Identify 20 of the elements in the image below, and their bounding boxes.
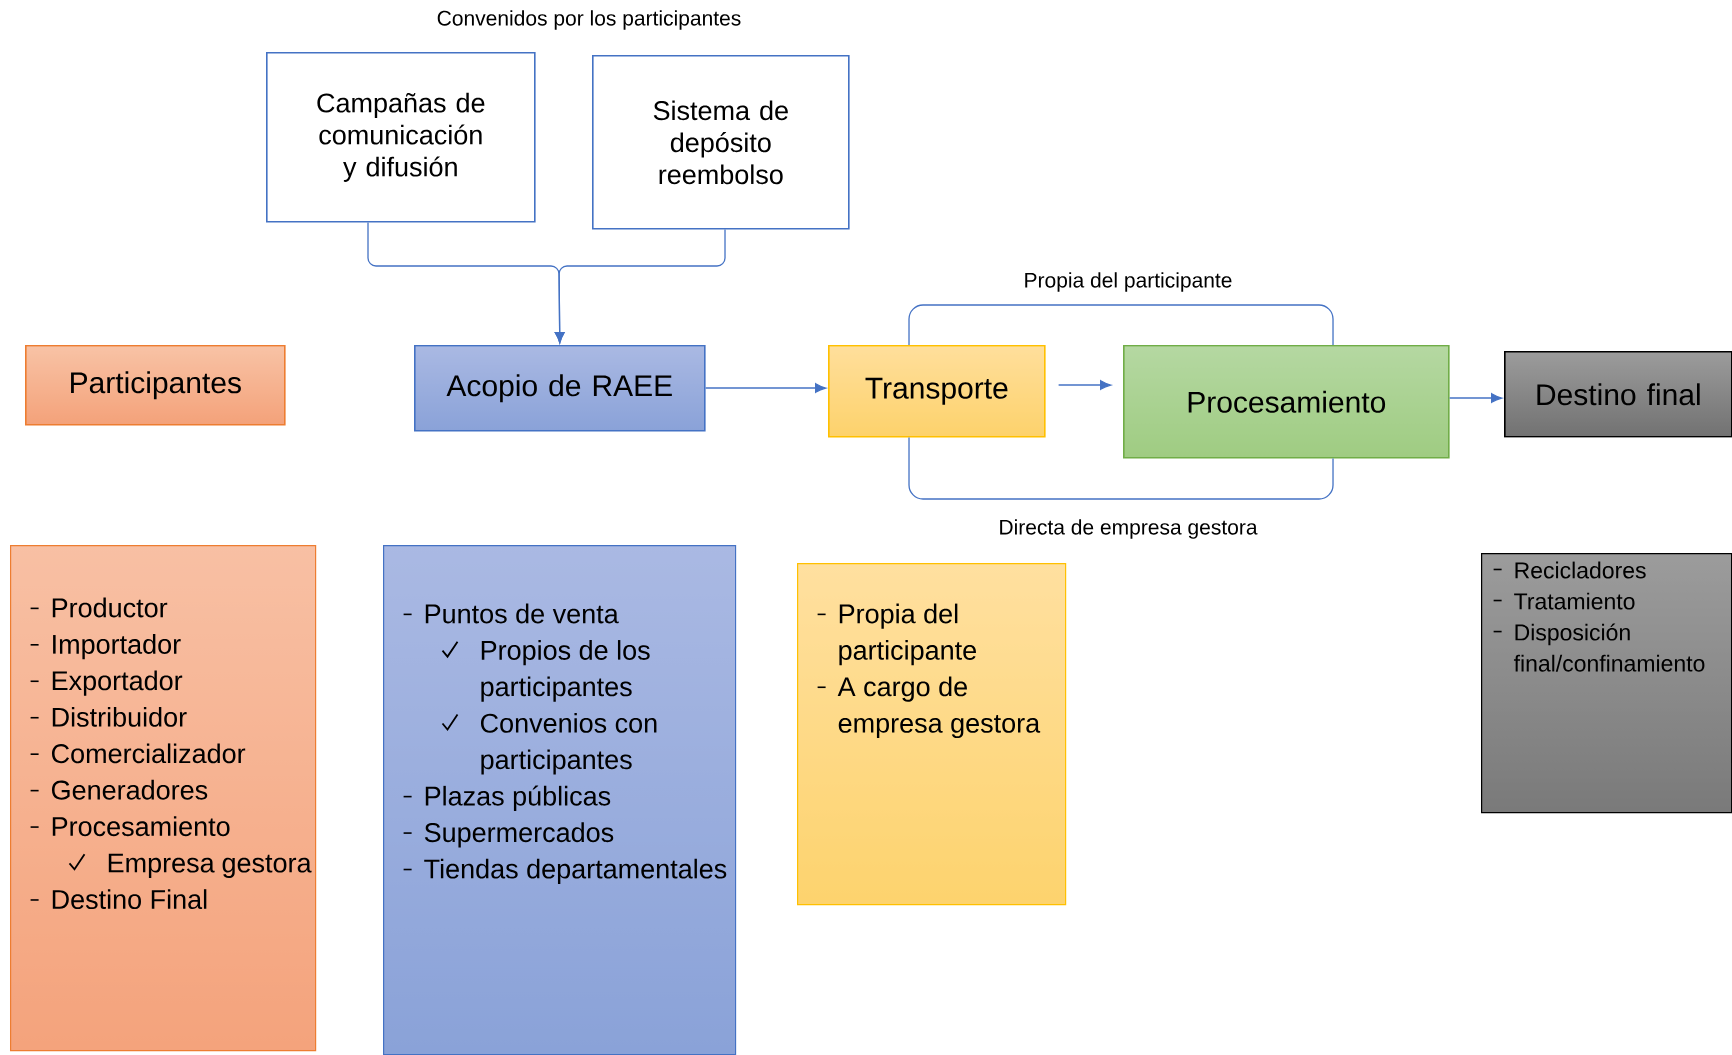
stage-box: Participantes [25,345,286,426]
arrow [1057,380,1112,390]
edge-label: Directa de empresa gestora [996,517,1260,541]
top-box: Sistema de depósito reembolso [592,55,850,230]
list-box: Productor Importador Exportador Distribuidor Comercializador Generadores Procesamiento Empresa gestora Destino Final [10,545,317,1052]
stage-box: Destino final [1504,351,1732,438]
bracket-connector [908,304,1334,346]
list-box: Puntos de venta Propios de los participantes Convenios con participantes Plazas públicas Supermercados Tiendas departamentales [383,545,737,1055]
arrow [704,383,827,393]
edge-label: Propia del participante [1021,270,1235,294]
stage-box: Transporte [828,345,1046,438]
arrow [554,228,726,344]
bracket-connector [908,436,1334,500]
list-box: Recicladores Tratamiento Disposición final/confinamiento [1481,553,1732,814]
arrow [1448,393,1503,403]
list-box: Propia del participante A cargo de empresa gestora [797,563,1067,906]
stage-box: Acopio de RAEE [414,345,706,432]
stage-box: Procesamiento [1123,345,1450,459]
heading-label: Convenidos por los participantes [437,10,741,30]
top-box: Campañas de comunicación y difusión [266,52,536,223]
